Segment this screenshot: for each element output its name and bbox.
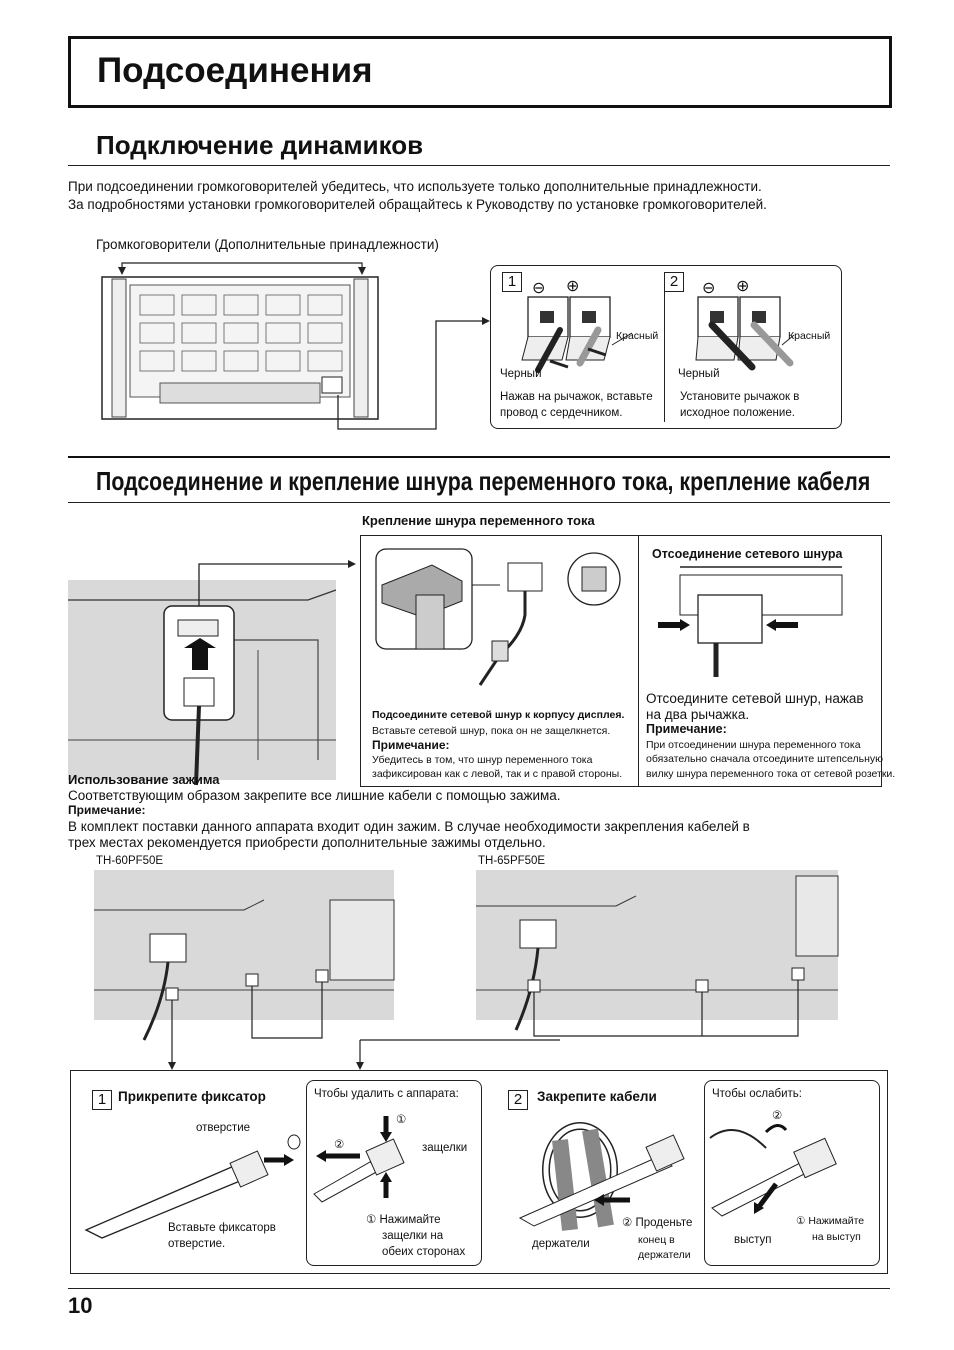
speaker-terminal-1-icon — [521, 296, 633, 373]
clamp-heading: Использование зажима — [68, 772, 220, 787]
speakers-callout: Громкоговорители (Дополнительные принадл… — [96, 237, 439, 252]
section-divider — [68, 165, 890, 166]
insert-text-line2: отверстие. — [168, 1238, 226, 1250]
model-1-label: TH-60PF50E — [96, 855, 164, 867]
press-latches-line1: ① Нажимайте — [366, 1214, 441, 1226]
disconnect-note-label: Примечание: — [646, 722, 727, 736]
clamp-step2-title: Закрепите кабели — [537, 1089, 657, 1104]
pass-end-line3: держатели — [638, 1249, 691, 1261]
speakers-intro-line1: При подсоединении громкоговорителей убед… — [68, 179, 762, 194]
pass-end-line2: конец в — [638, 1234, 675, 1246]
clamp-note-line1: В комплект поставки данного аппарата вхо… — [68, 819, 750, 834]
tab-label: выступ — [734, 1234, 772, 1246]
model-60-back-illustration — [94, 870, 395, 1066]
clamp-loosen-icon — [709, 1124, 837, 1217]
speakers-intro-line2: За подробностями установки громкоговорит… — [68, 197, 767, 212]
disconnect-title: Отсоединение сетевого шнура — [652, 547, 843, 561]
clamp-note-label: Примечание: — [68, 803, 146, 817]
insert-text-line1: Вставьте фиксаторв — [168, 1222, 276, 1234]
clamp-step1-title: Прикрепите фиксатор — [118, 1089, 266, 1104]
tv-back-illustration — [101, 262, 490, 430]
step-marker-1: ① — [396, 1114, 407, 1126]
disconnect-note-line2: обязательно сначала отсоедините штепсель… — [646, 753, 884, 765]
step1-instruction-line1: Нажав на рычажок, вставьте — [500, 391, 653, 403]
clamp-instructions-box — [70, 1070, 888, 1274]
connect-note-line1: Убедитесь в том, что шнур переменного то… — [372, 754, 593, 766]
speaker-terminal-2-icon — [695, 296, 795, 371]
connect-note-label: Примечание: — [372, 738, 450, 752]
section-divider — [68, 502, 890, 503]
panel-divider — [664, 272, 665, 422]
ac-fix-title: Крепление шнура переменного тока — [362, 513, 595, 528]
remove-title: Чтобы удалить с аппарата: — [314, 1088, 459, 1100]
pass-end-line1: ② Проденьте — [622, 1217, 693, 1229]
clamp-fasten-icon — [518, 1122, 685, 1231]
ac-disconnect-illustration — [658, 566, 843, 677]
hole-label: отверстие — [196, 1122, 251, 1134]
ac-connect-illustration — [375, 548, 621, 686]
step1-instruction-line2: провод с сердечником. — [500, 407, 623, 419]
connect-note-line2: зафиксирован как с левой, так и с правой… — [372, 768, 623, 780]
black-wire-label: Черный — [678, 368, 720, 380]
disconnect-note-line1: При отсоединении шнура переменного тока — [646, 739, 861, 751]
clamp-remove-icon — [313, 1116, 405, 1203]
page-title: Подсоединения — [97, 51, 373, 90]
speakers-heading: Подключение динамиков — [96, 130, 424, 160]
minus-icon: ⊖ — [532, 280, 546, 297]
latches-label: защелки — [422, 1142, 468, 1154]
clamp-insert-icon — [84, 1134, 301, 1239]
page-title-box: Подсоединения — [68, 36, 892, 108]
step2-instruction-line1: Установите рычажок в — [680, 391, 800, 403]
ac-heading: Подсоединение и крепление шнура переменн… — [96, 466, 871, 496]
connect-title: Подсоедините сетевой шнур к корпусу дисп… — [372, 709, 625, 721]
holders-label: держатели — [532, 1238, 590, 1250]
step-marker-2: ② — [334, 1139, 345, 1151]
step1-number: 1 — [502, 272, 522, 292]
red-wire-label: Красный — [616, 330, 659, 342]
page-number: 10 — [68, 1293, 93, 1318]
step2-number: 2 — [664, 272, 684, 292]
plus-icon: ⊕ — [736, 278, 750, 295]
press-latches-line2: защелки на — [382, 1230, 444, 1242]
clamp-step2-number: 2 — [508, 1090, 528, 1110]
red-wire-label: Красный — [788, 330, 831, 342]
clamp-note-line2: трех местах рекомендуется приобрести доп… — [68, 835, 546, 850]
section-divider — [68, 456, 890, 458]
clamp-text: Соответствующим образом закрепите все ли… — [68, 788, 561, 803]
disconnect-text-line2: на два рычажка. — [646, 707, 750, 722]
step-marker-2: ② — [772, 1110, 783, 1122]
loosen-title: Чтобы ослабить: — [712, 1088, 802, 1100]
black-wire-label: Черный — [500, 368, 542, 380]
model-2-label: TH-65PF50E — [478, 855, 546, 867]
press-latches-line3: обеих сторонах — [382, 1246, 466, 1258]
step2-instruction-line2: исходное положение. — [680, 407, 795, 419]
clamp-step1-number: 1 — [92, 1090, 112, 1110]
box-divider — [638, 535, 639, 787]
connect-text: Вставьте сетевой шнур, пока он не защелк… — [372, 725, 611, 737]
remove-panel — [306, 1080, 482, 1266]
minus-icon: ⊖ — [702, 280, 716, 297]
disconnect-note-line3: вилку шнура переменного тока от сетевой … — [646, 768, 896, 780]
ac-inlet-illustration — [68, 560, 356, 786]
press-tab-line2: на выступ — [812, 1231, 861, 1243]
press-tab-line1: ① Нажимайте — [796, 1215, 865, 1227]
model-65-back-illustration — [476, 870, 839, 1037]
loosen-panel — [704, 1080, 880, 1266]
footer-divider — [68, 1288, 890, 1289]
disconnect-text-line1: Отсоедините сетевой шнур, нажав — [646, 691, 864, 706]
plus-icon: ⊕ — [566, 278, 580, 295]
